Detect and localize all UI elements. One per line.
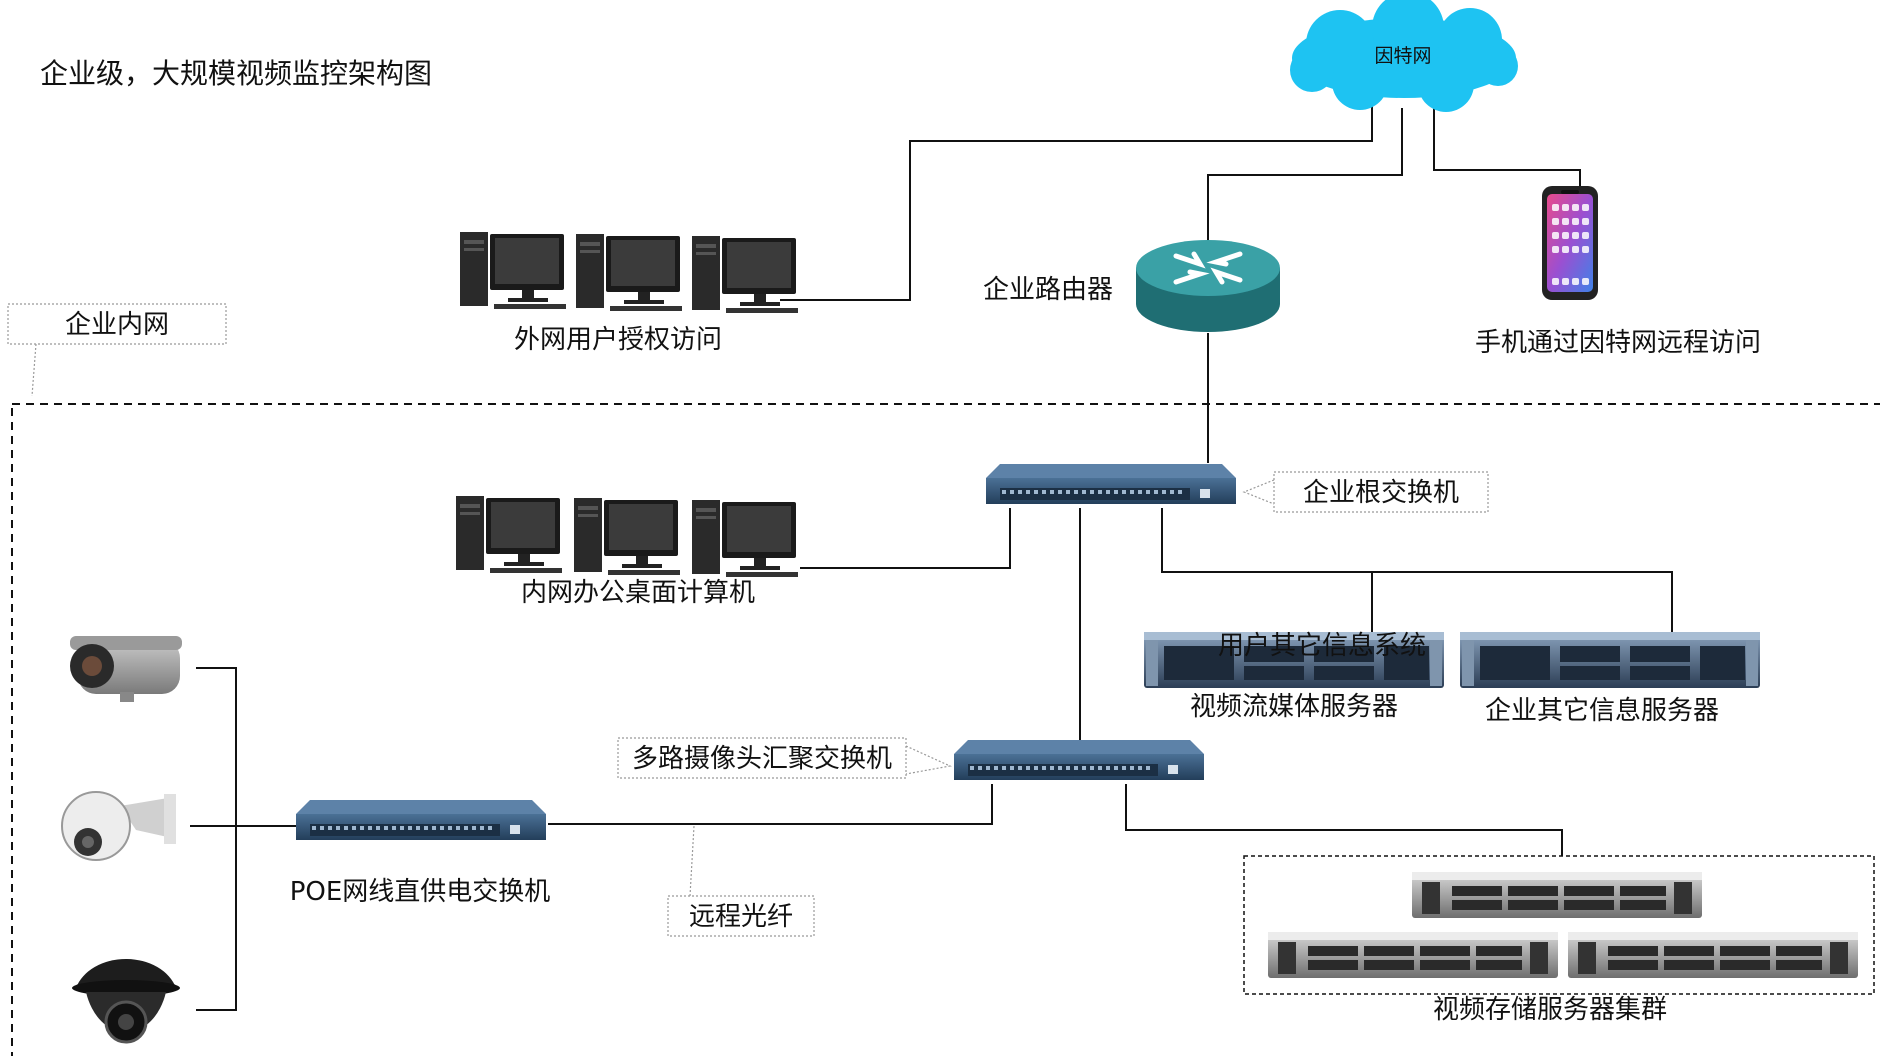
internal-pc-icon <box>456 496 562 573</box>
diagram-title: 企业级，大规模视频监控架构图 <box>40 57 432 90</box>
connection-lines <box>190 105 1673 1011</box>
storage-cluster-icon <box>1268 872 1858 978</box>
other-info-system-label: 用户其它信息系统 <box>1218 631 1426 661</box>
internal-pc-group <box>456 496 798 577</box>
router-icon <box>1136 240 1280 332</box>
callout-intranet: 企业内网 <box>7 303 227 397</box>
external-pc-icon <box>576 234 682 311</box>
callout-root-switch: 企业根交换机 <box>1242 471 1489 513</box>
poe-switch-label: POE网线直供电交换机 <box>290 877 551 907</box>
storage-cluster-boundary <box>1243 855 1875 995</box>
streaming-server-label: 视频流媒体服务器 <box>1190 692 1398 722</box>
internal-pc-icon <box>574 498 680 575</box>
external-pc-icon <box>692 236 798 313</box>
other-info-server-label: 企业其它信息服务器 <box>1485 696 1719 726</box>
bullet-camera-icon <box>70 636 182 702</box>
external-pc-group <box>460 232 798 313</box>
router-label: 企业路由器 <box>983 275 1113 305</box>
ptz-camera-icon <box>61 791 176 861</box>
root-switch-icon <box>986 464 1236 504</box>
callout-aggregation-switch: 多路摄像头汇聚交换机 <box>617 737 952 779</box>
other-info-server-icon <box>1460 632 1760 688</box>
callout-root-switch-text: 企业根交换机 <box>1303 478 1459 508</box>
aggregation-switch-icon <box>954 740 1204 780</box>
callout-intranet-text: 企业内网 <box>65 310 169 340</box>
mobile-access-label: 手机通过因特网远程访问 <box>1475 328 1761 358</box>
internal-pcs-label: 内网办公桌面计算机 <box>521 578 755 608</box>
storage-server-icon <box>1412 872 1702 918</box>
internet-cloud-icon: 因特网 <box>1290 0 1518 112</box>
external-pc-icon <box>460 232 566 309</box>
storage-server-icon <box>1268 932 1558 978</box>
storage-cluster-label: 视频存储服务器集群 <box>1433 995 1667 1025</box>
external-users-label: 外网用户授权访问 <box>514 325 722 355</box>
dome-camera-icon <box>72 958 180 1044</box>
callout-fiber: 远程光纤 <box>667 825 815 937</box>
callout-fiber-text: 远程光纤 <box>689 902 793 932</box>
internet-label: 因特网 <box>1374 45 1431 67</box>
poe-switch-icon <box>296 800 546 840</box>
smartphone-icon <box>1542 186 1598 300</box>
storage-server-icon <box>1568 932 1858 978</box>
internal-pc-icon <box>692 500 798 577</box>
callout-aggregation-switch-text: 多路摄像头汇聚交换机 <box>632 744 892 774</box>
intranet-boundary <box>11 403 1880 1056</box>
